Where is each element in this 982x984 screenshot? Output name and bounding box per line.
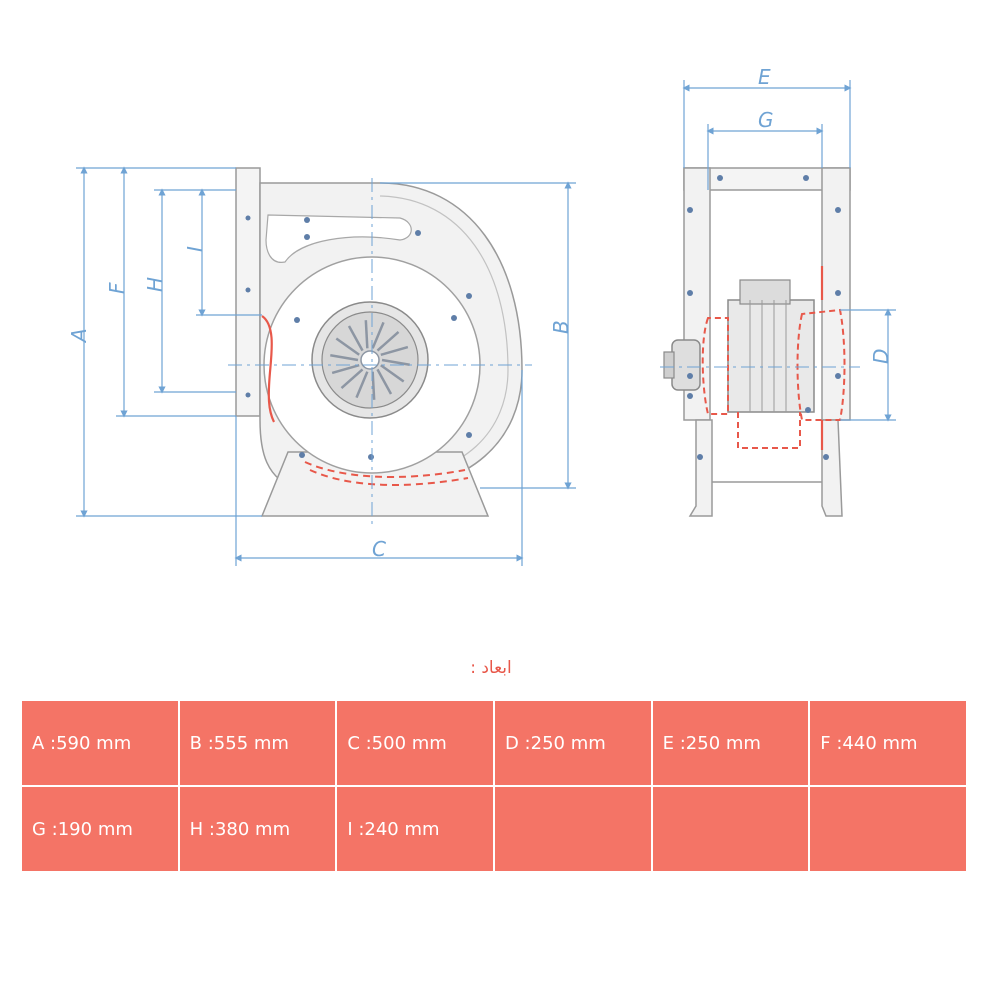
impeller-blade: [364, 320, 369, 349]
bolt-holes-front: [245, 215, 472, 460]
outlet-slot: [265, 214, 412, 263]
dim-label-c: C: [372, 537, 386, 561]
side-leg-left: [688, 419, 713, 517]
side-leg-right: [821, 419, 843, 517]
dim-label-d: D: [869, 349, 893, 364]
dim-cell-i: I :240 mm: [337, 787, 493, 871]
impeller-blade: [347, 325, 364, 352]
dim-cell-g: G :190 mm: [22, 787, 178, 871]
dim-cell-e: E :250 mm: [652, 701, 809, 785]
base-seal-highlight-2: [309, 469, 469, 486]
dim-label-a: A: [67, 328, 91, 344]
dim-cell-d: D :250 mm: [494, 701, 651, 785]
side-base-highlight: [737, 412, 801, 449]
dim-label-f: F: [105, 282, 129, 294]
motor-hub: [671, 339, 701, 391]
dim-cell-c: C :500 mm: [337, 701, 493, 785]
table-row: A :590 mm B :555 mm C :500 mm D :250 mm …: [22, 701, 966, 785]
impeller-blade: [376, 368, 393, 395]
dim-cell-f: F :440 mm: [810, 701, 966, 785]
table-row: G :190 mm H :380 mm I :240 mm: [22, 787, 966, 871]
bolt-holes-side: [687, 175, 841, 460]
impeller: [330, 320, 410, 400]
empty-cell: [652, 787, 809, 871]
base-seal-highlight: [304, 461, 466, 478]
front-view: A F H I B C: [67, 166, 576, 566]
dim-label-g: G: [758, 108, 774, 132]
motor-body: [727, 299, 815, 413]
impeller-blade: [340, 368, 364, 389]
fan-technical-drawing: A F H I B C: [67, 65, 896, 566]
dimensions-table: A :590 mm B :555 mm C :500 mm D :250 mm …: [20, 699, 968, 873]
impeller-blade: [376, 331, 400, 352]
impeller-blade: [380, 364, 405, 383]
flange-seal-highlight: [261, 315, 275, 423]
dim-label-h: H: [143, 277, 167, 292]
empty-cell: [810, 787, 966, 871]
side-view: E G D: [660, 65, 896, 517]
impeller-blade: [371, 371, 376, 400]
motor-terminal-box: [739, 279, 791, 305]
dim-label-e: E: [758, 65, 771, 89]
impeller-blade: [380, 345, 409, 356]
impeller-blade: [355, 371, 369, 399]
impeller-blade: [381, 358, 410, 367]
dim-cell-b: B :555 mm: [179, 701, 336, 785]
impeller-blade: [331, 364, 360, 375]
motor-shaft: [663, 351, 675, 379]
impeller-blade: [330, 353, 359, 362]
dim-cell-a: A :590 mm: [22, 701, 178, 785]
impeller-blade: [335, 337, 360, 356]
dim-cell-h: H :380 mm: [179, 787, 336, 871]
impeller-blade: [371, 321, 385, 349]
impeller-hub: [360, 350, 380, 370]
side-inlet-highlight: [701, 317, 729, 415]
empty-cell: [494, 787, 651, 871]
dimensions-caption: ابعاد :: [470, 658, 512, 678]
dim-label-i: I: [183, 246, 207, 252]
dim-label-b: B: [549, 320, 573, 334]
